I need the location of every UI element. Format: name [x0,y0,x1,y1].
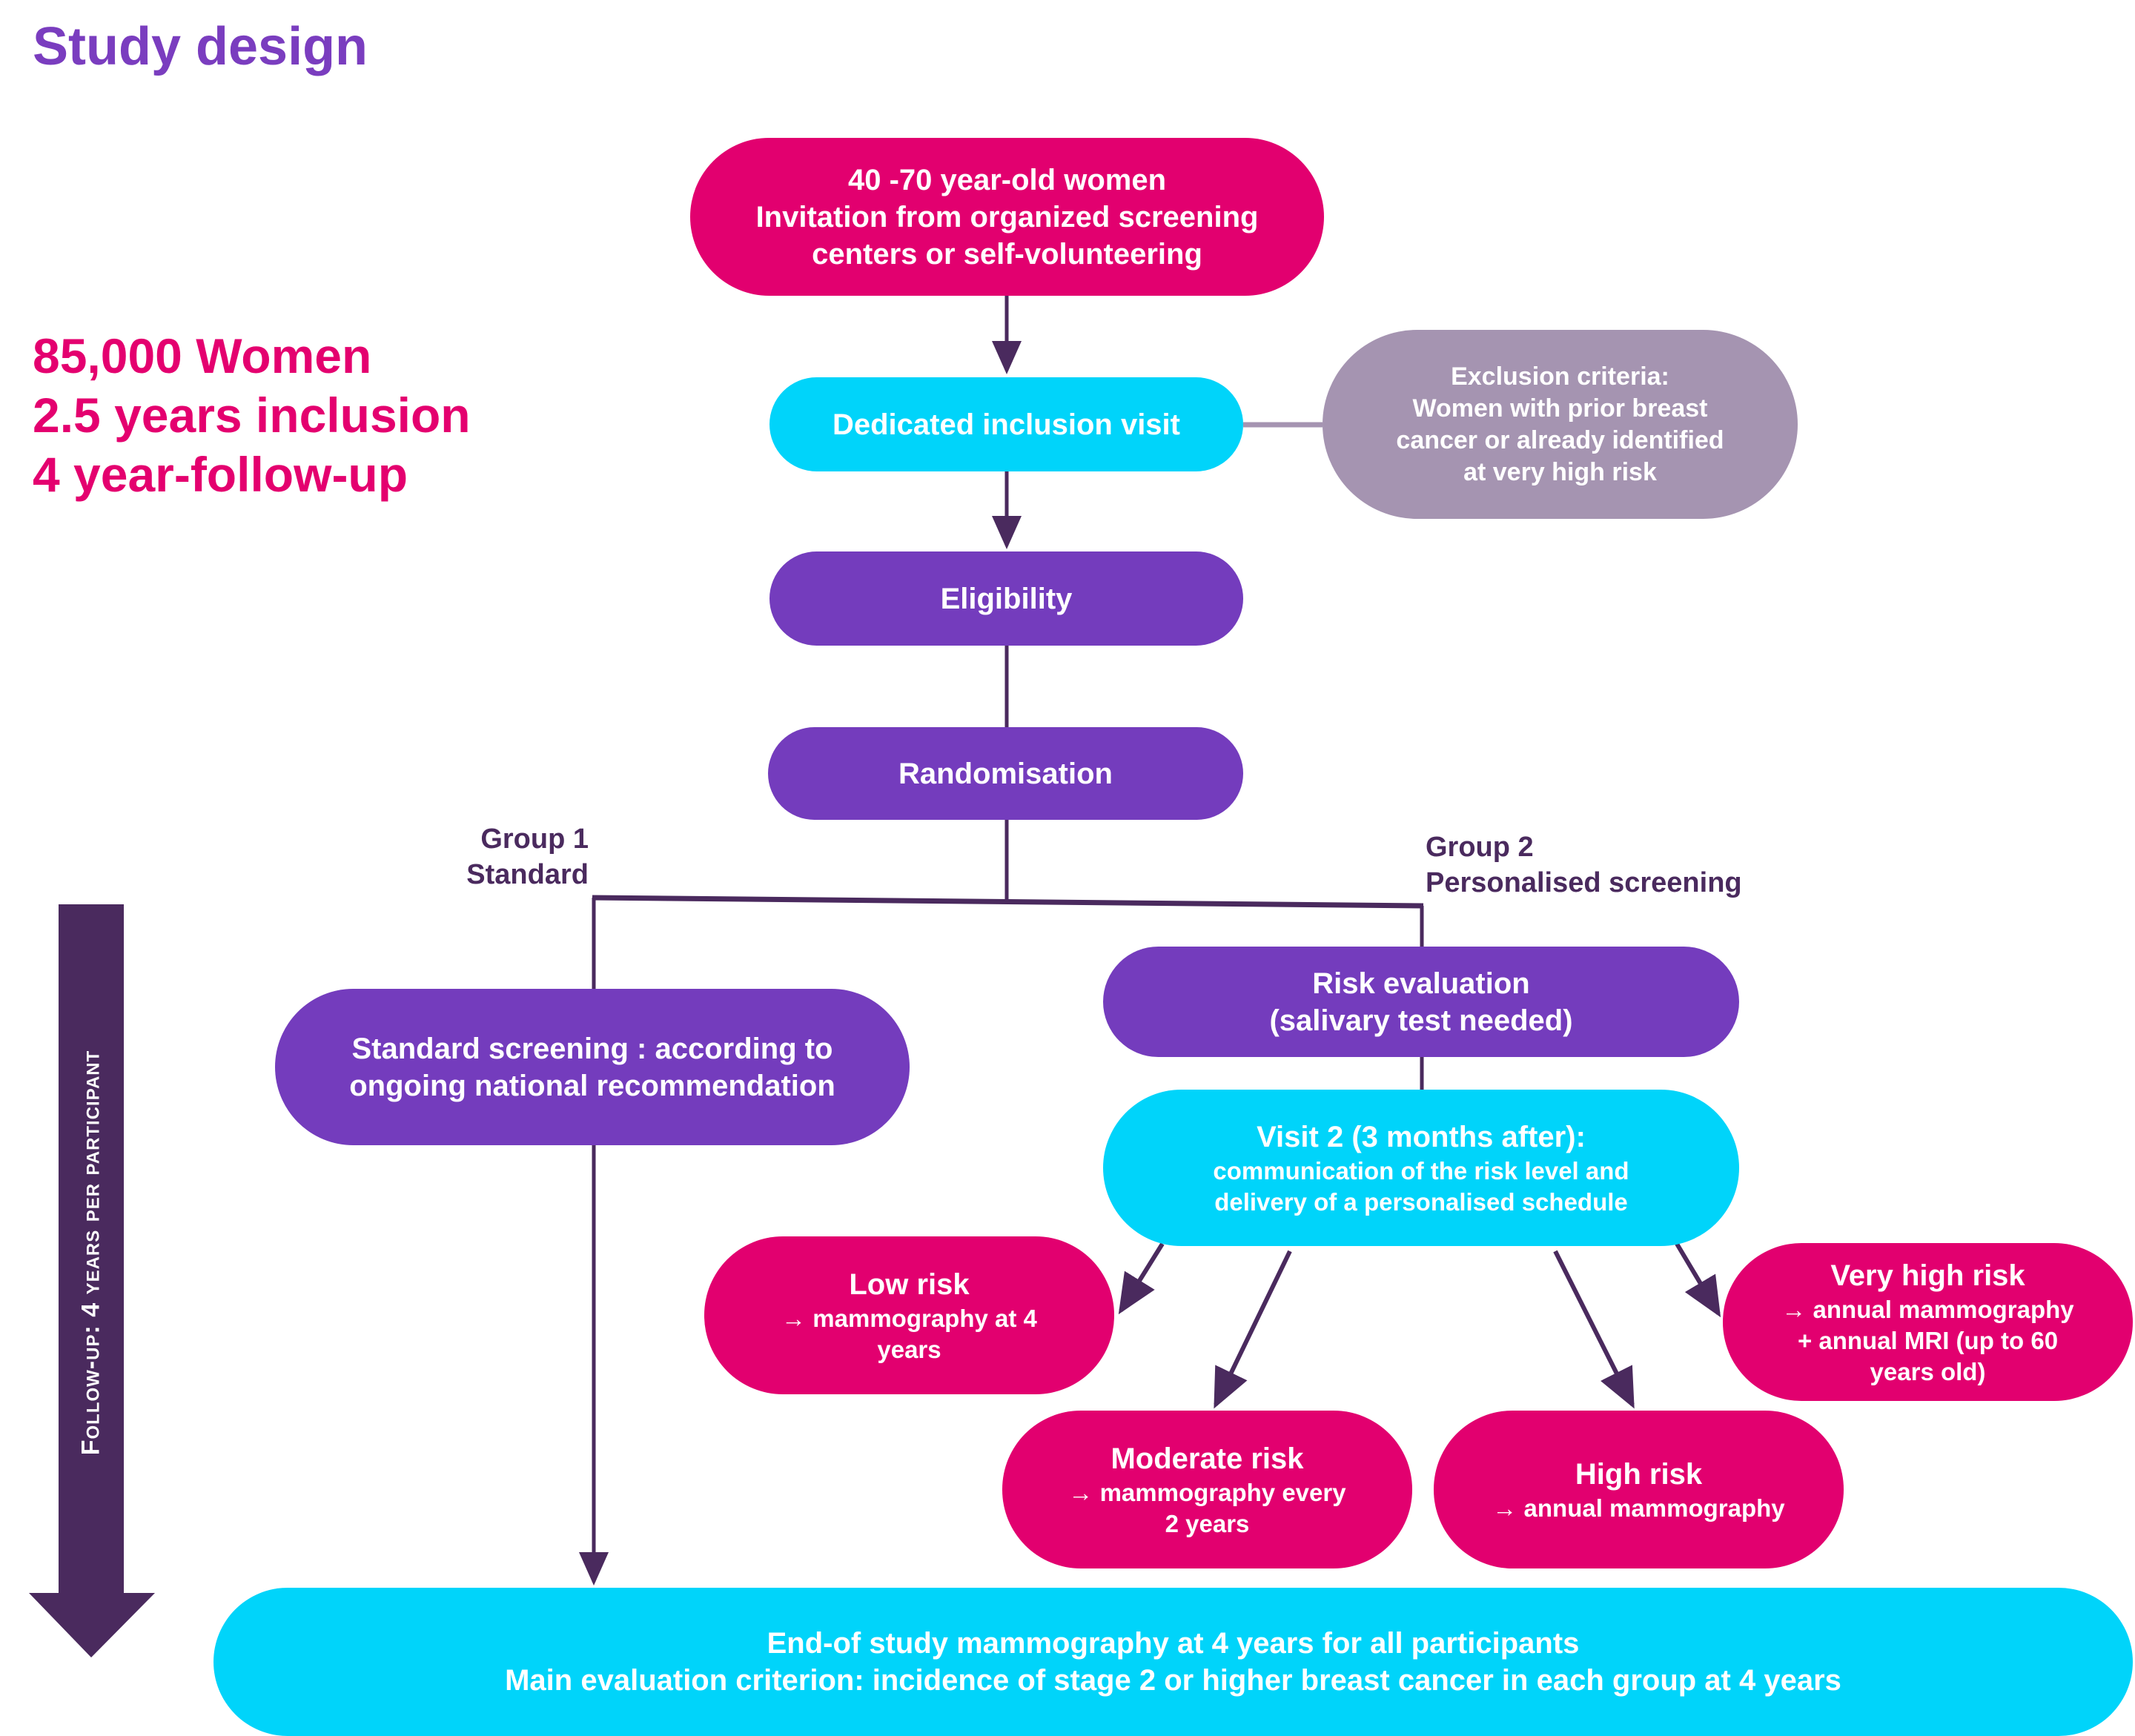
node-visit2: Visit 2 (3 months after): communication … [1103,1090,1739,1246]
arrow-visit2-to-low-risk [1118,1242,1165,1315]
group1-label: Group 1 Standard [466,821,589,892]
group2-label: Group 2 Personalised screening [1426,829,1742,901]
follow-up-label: Follow-up: 4 years per participant [76,1050,105,1456]
node-low-risk: Low risk → mammography at 4 years [704,1236,1114,1394]
node-inclusion-visit: Dedicated inclusion visit [769,377,1243,471]
node-eligibility-label: Eligibility [940,582,1073,615]
node-exclusion-line: Women with prior breast [1412,394,1708,423]
node-risk-evaluation-line: (salivary test needed) [1269,1004,1573,1037]
node-end-of-study-line: End-of study mammography at 4 years for … [767,1627,1580,1660]
group1-name: Group 1 [480,824,589,855]
node-high-risk: High risk → annual mammography [1434,1411,1844,1568]
node-moderate-risk: Moderate risk → mammography every 2 year… [1002,1411,1412,1568]
node-eligibility: Eligibility [769,551,1243,646]
node-population: 40 -70 year-old women Invitation from or… [690,138,1324,296]
study-stats: 85,000 Women 2.5 years inclusion 4 year-… [33,326,471,504]
node-randomisation: Randomisation [768,727,1243,820]
stat-follow-up: 4 year-follow-up [33,447,408,502]
node-moderate-risk-line: → mammography every [1068,1478,1346,1506]
node-population-line: centers or self-volunteering [812,237,1202,271]
node-very-high-risk-line: → annual mammography [1781,1295,2074,1323]
node-standard-line: ongoing national recommendation [349,1069,835,1102]
node-population-line: 40 -70 year-old women [847,163,1167,196]
arrow-visit2-to-very-high-risk [1675,1242,1721,1318]
node-exclusion-line: cancer or already identified [1396,425,1724,454]
node-standard-line: Standard screening : according to [351,1032,833,1065]
node-high-risk-title: High risk [1575,1457,1703,1491]
node-high-risk-line: → annual mammography [1492,1494,1785,1522]
stat-inclusion-period: 2.5 years inclusion [33,388,471,443]
node-exclusion-line: Exclusion criteria: [1451,362,1669,391]
node-visit2-line: delivery of a personalised schedule [1214,1187,1628,1216]
node-moderate-risk-line: 2 years [1165,1509,1250,1537]
group2-type: Personalised screening [1426,867,1742,898]
follow-up-arrow [29,904,155,1657]
node-moderate-risk-title: Moderate risk [1110,1442,1304,1475]
node-risk-evaluation-line: Risk evaluation [1312,967,1530,1000]
node-very-high-risk-line: years old) [1870,1357,1986,1385]
arrow-visit2-to-moderate-risk [1214,1250,1292,1409]
group1-type: Standard [466,859,589,890]
node-visit2-title: Visit 2 (3 months after): [1257,1120,1586,1153]
node-exclusion-line: at very high risk [1463,457,1657,486]
node-low-risk-line: → mammography at 4 [781,1304,1037,1332]
node-population-line: Invitation from organized screening [755,200,1259,233]
node-standard-screening: Standard screening : according to ongoin… [275,989,910,1145]
node-low-risk-line: years [877,1335,941,1363]
node-exclusion-criteria: Exclusion criteria: Women with prior bre… [1323,330,1798,519]
node-end-of-study: End-of study mammography at 4 years for … [214,1588,2133,1736]
node-inclusion-visit-label: Dedicated inclusion visit [832,408,1180,441]
node-risk-evaluation: Risk evaluation (salivary test needed) [1103,947,1739,1057]
arrow-visit2-to-high-risk [1553,1250,1635,1409]
node-visit2-line: communication of the risk level and [1213,1156,1629,1185]
node-very-high-risk-line: + annual MRI (up to 60 [1797,1326,2059,1354]
node-randomisation-label: Randomisation [898,757,1113,790]
group2-name: Group 2 [1426,832,1534,863]
node-low-risk-title: Low risk [849,1268,970,1301]
node-end-of-study-line: Main evaluation criterion: incidence of … [505,1664,1841,1697]
branch-line [592,895,1424,909]
node-very-high-risk-title: Very high risk [1830,1259,2025,1292]
node-very-high-risk: Very high risk → annual mammography + an… [1723,1243,2133,1401]
stat-participants: 85,000 Women [33,328,372,383]
page-title: Study design [33,17,368,76]
